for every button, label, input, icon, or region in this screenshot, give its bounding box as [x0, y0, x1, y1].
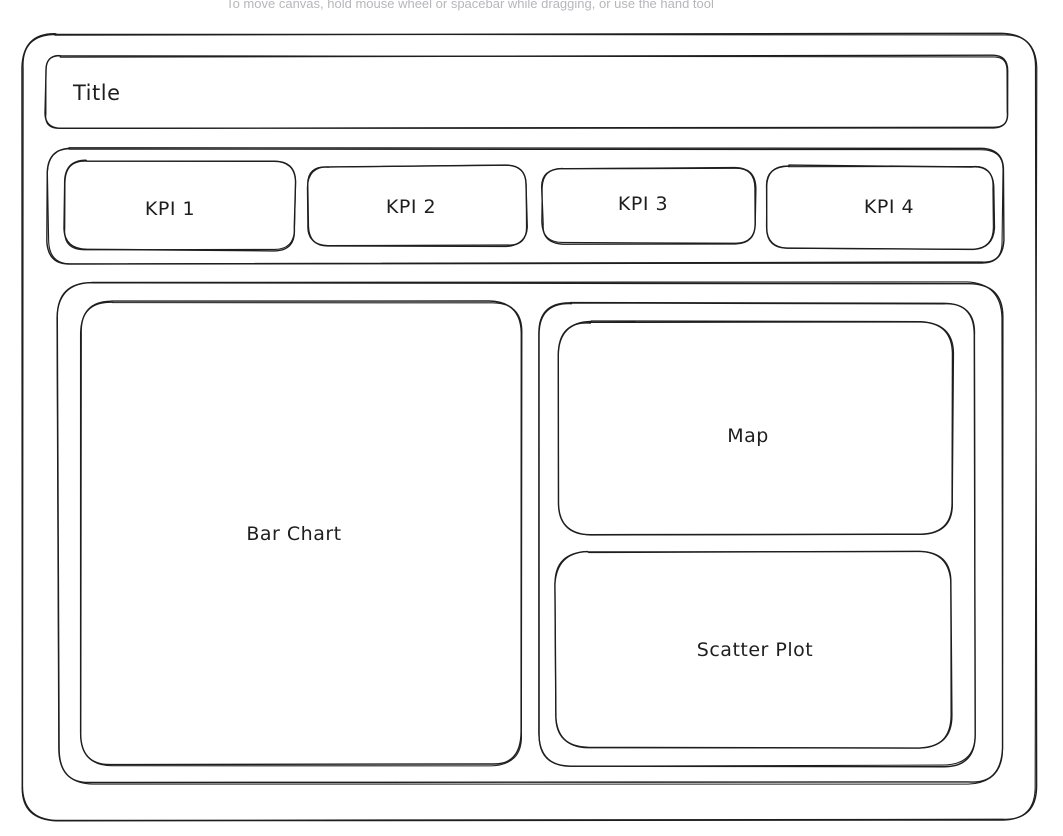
kpi-3-label: KPI 3	[617, 193, 669, 215]
kpi-2-label: KPI 2	[385, 196, 437, 218]
kpi-1-box[interactable]	[63, 159, 297, 252]
kpi-4-box[interactable]	[765, 164, 996, 251]
canvas-hint: To move canvas, hold mouse wheel or spac…	[226, 0, 714, 11]
title-label: Title	[73, 81, 121, 105]
scatter-plot-label: Scatter Plot	[696, 639, 814, 661]
kpi-4-label: KPI 4	[863, 196, 915, 218]
title-bar-box[interactable]	[44, 54, 1009, 130]
kpi-row-box[interactable]	[46, 147, 1005, 265]
bar-chart-label: Bar Chart	[246, 523, 342, 545]
kpi-2-box[interactable]	[306, 164, 528, 248]
right-column-box[interactable]	[538, 301, 976, 768]
charts-area-box[interactable]	[56, 281, 1004, 785]
map-box[interactable]	[557, 320, 955, 536]
kpi-3-box[interactable]	[540, 166, 757, 245]
scatter-plot-box[interactable]	[554, 550, 953, 749]
bar-chart-box[interactable]	[79, 300, 523, 767]
map-label: Map	[727, 425, 769, 447]
dashboard-frame[interactable]	[21, 32, 1038, 822]
kpi-1-label: KPI 1	[144, 198, 196, 220]
